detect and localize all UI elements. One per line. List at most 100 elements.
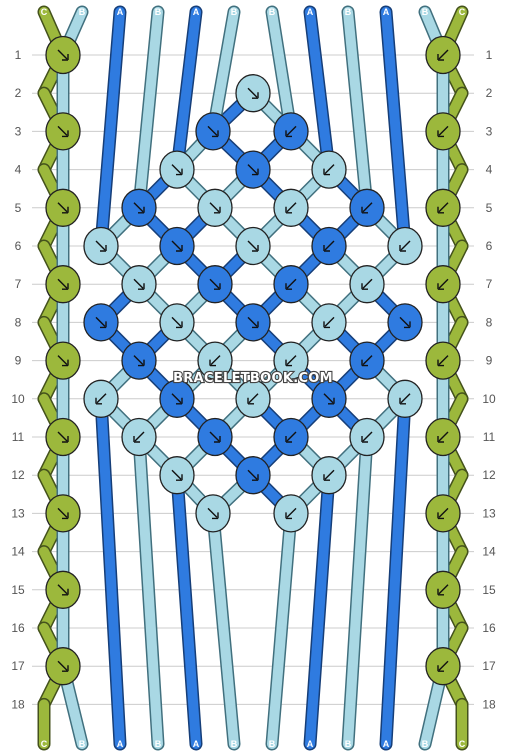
knot-arrowhead-icon: [214, 206, 221, 214]
row-number-left: 2: [15, 86, 22, 100]
knot-arrow-icon: [57, 355, 68, 366]
knot-arrowhead-icon: [361, 206, 368, 214]
knot: [311, 456, 347, 495]
knot: [273, 265, 309, 304]
knot-arrow-icon: [324, 469, 335, 480]
knot-arrow-icon: [438, 202, 449, 213]
knot-arrowhead-icon: [323, 245, 330, 252]
knot-arrow-icon: [247, 469, 258, 480]
string-label: C: [41, 7, 48, 17]
row-number-left: 5: [15, 201, 22, 215]
knot-arrowhead-icon: [138, 206, 145, 214]
knot-arrowhead-icon: [138, 283, 145, 290]
knot-arrow-icon: [57, 125, 68, 136]
thread-segment: [305, 7, 334, 175]
string-label: A: [307, 739, 314, 749]
thread-segment: [343, 7, 372, 213]
string-label: C: [459, 7, 466, 17]
knot-arrowhead-icon: [323, 321, 330, 329]
row-number-left: 12: [11, 468, 25, 482]
string-label: B: [269, 7, 276, 17]
string-label: A: [383, 7, 390, 17]
knot-arrow-icon: [133, 278, 144, 289]
knot-arrowhead-icon: [285, 512, 292, 520]
knot-arrow-icon: [286, 507, 297, 518]
knot: [197, 188, 233, 227]
string-label: B: [231, 739, 238, 749]
knot-arrow-icon: [133, 355, 144, 366]
knot-arrow-icon: [438, 355, 449, 366]
knot: [121, 341, 157, 380]
knot: [83, 226, 119, 266]
knot-arrowhead-icon: [62, 512, 69, 520]
knot-arrowhead-icon: [328, 397, 335, 405]
knot: [45, 35, 81, 75]
knot-arrow-icon: [171, 469, 182, 480]
knot: [425, 494, 461, 533]
knot-arrowhead-icon: [285, 436, 292, 443]
knot-arrow-icon: [207, 125, 218, 136]
knot-arrowhead-icon: [252, 92, 259, 99]
knot: [349, 341, 385, 380]
knot-arrowhead-icon: [399, 397, 406, 405]
knot: [273, 494, 309, 533]
thread-segment: [172, 470, 201, 749]
knot-arrow-icon: [248, 393, 259, 404]
knot-arrow-icon: [286, 202, 297, 213]
string-label: B: [231, 7, 238, 17]
thread-segment: [305, 470, 334, 749]
string-label: C: [41, 739, 48, 749]
string-label: B: [269, 739, 276, 749]
knot: [311, 303, 347, 342]
knot-arrow-icon: [210, 355, 221, 366]
knot: [121, 417, 157, 457]
knot: [235, 150, 271, 189]
row-number-left: 9: [15, 354, 22, 368]
row-number-left: 17: [11, 659, 25, 673]
knot: [121, 265, 157, 304]
watermark-text: BRACELETBOOK.COM: [173, 371, 333, 386]
thread-segment: [96, 7, 125, 251]
knot-arrow-icon: [209, 278, 220, 289]
knot-arrowhead-icon: [361, 359, 368, 367]
row-number-left: 13: [11, 506, 25, 520]
knot: [45, 112, 81, 151]
row-number-left: 3: [15, 124, 22, 138]
knot: [235, 74, 271, 113]
knot-arrow-icon: [133, 202, 144, 213]
string-label: A: [117, 7, 124, 17]
knot-arrow-icon: [362, 431, 373, 442]
knots: [45, 35, 461, 686]
knot: [387, 303, 423, 342]
knot: [311, 150, 347, 189]
knot-arrowhead-icon: [252, 245, 259, 252]
knot-arrow-icon: [247, 164, 258, 175]
knot-arrowhead-icon: [399, 245, 406, 252]
knot-arrow-icon: [247, 240, 258, 251]
string-label: B: [422, 739, 429, 749]
knot-arrowhead-icon: [285, 130, 292, 138]
knot-arrowhead-icon: [176, 397, 183, 405]
knot-arrow-icon: [134, 431, 145, 442]
knot-arrowhead-icon: [62, 588, 69, 596]
knot-arrowhead-icon: [100, 321, 107, 329]
knot-arrowhead-icon: [176, 168, 183, 176]
knot-arrow-icon: [286, 431, 297, 442]
string-label: A: [383, 739, 390, 749]
knot-arrowhead-icon: [214, 436, 221, 443]
knot-arrowhead-icon: [62, 130, 69, 138]
row-number-right: 6: [486, 239, 493, 253]
knot: [273, 188, 309, 227]
knot: [195, 494, 231, 533]
row-number-right: 16: [482, 621, 496, 635]
thread-segment: [267, 508, 296, 749]
row-number-right: 3: [486, 124, 493, 138]
knot-arrow-icon: [324, 164, 335, 175]
knot-arrowhead-icon: [212, 512, 219, 520]
row-number-right: 4: [486, 163, 493, 177]
knot: [159, 456, 195, 495]
knot-arrow-icon: [323, 393, 334, 404]
thread-segment: [381, 393, 410, 749]
